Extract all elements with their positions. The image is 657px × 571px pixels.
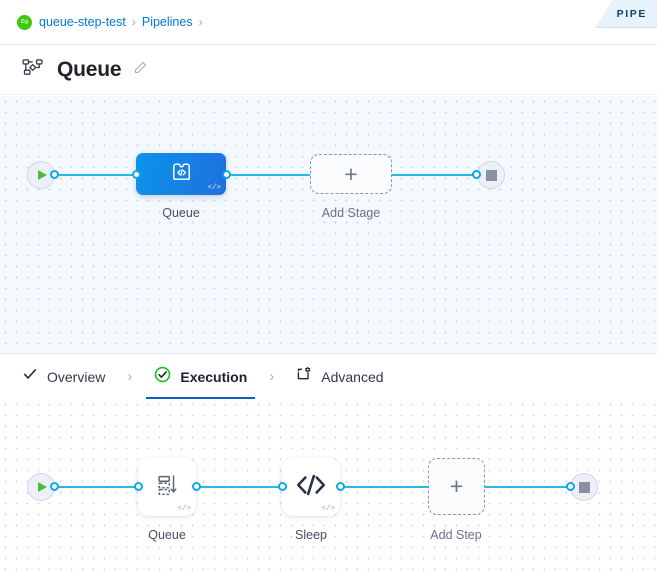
port-start-out[interactable] bbox=[50, 482, 59, 491]
breadcrumb-separator: › bbox=[198, 15, 203, 29]
breadcrumb-item-project[interactable]: queue-step-test bbox=[39, 15, 126, 29]
port-queue-in[interactable] bbox=[132, 170, 141, 179]
step-node-sleep[interactable]: </> bbox=[282, 458, 340, 516]
tab-overview[interactable]: Overview bbox=[22, 354, 105, 400]
port-end-in[interactable] bbox=[566, 482, 575, 491]
add-step-label: Add Step bbox=[430, 528, 482, 542]
port-start-out[interactable] bbox=[50, 170, 59, 179]
check-icon bbox=[22, 366, 38, 387]
add-stage-button[interactable]: + bbox=[310, 154, 392, 194]
stage-label-queue: Queue bbox=[162, 206, 200, 220]
step-label-queue: Queue bbox=[148, 528, 186, 542]
stop-square-icon bbox=[485, 169, 497, 181]
queue-stack-icon bbox=[153, 471, 181, 504]
port-queue-step-in[interactable] bbox=[134, 482, 143, 491]
check-circle-icon bbox=[154, 366, 171, 388]
port-sleep-in[interactable] bbox=[278, 482, 287, 491]
wire-addstep-to-end bbox=[484, 486, 574, 489]
pencil-edit-icon[interactable] bbox=[133, 60, 148, 80]
advanced-box-icon bbox=[296, 366, 312, 387]
wire-start-to-queue-step bbox=[53, 486, 141, 489]
end-node[interactable] bbox=[570, 473, 598, 501]
play-icon bbox=[38, 170, 47, 180]
code-stage-icon bbox=[168, 158, 195, 190]
wire-start-to-queue bbox=[53, 174, 145, 177]
execution-steps-canvas[interactable]: </> Queue </> Sleep + Add Step bbox=[0, 399, 657, 571]
tab-advanced-label: Advanced bbox=[321, 368, 384, 385]
chevron-right-icon: › bbox=[269, 368, 275, 385]
port-queue-step-out[interactable] bbox=[192, 482, 201, 491]
pipeline-hierarchy-icon bbox=[22, 58, 44, 81]
code-badge: </> bbox=[207, 184, 221, 192]
port-sleep-out[interactable] bbox=[336, 482, 345, 491]
breadcrumb-separator: › bbox=[131, 15, 136, 29]
step-label-sleep: Sleep bbox=[295, 528, 327, 542]
breadcrumb: queue-step-test › Pipelines › bbox=[0, 0, 657, 45]
plus-icon: + bbox=[449, 473, 464, 499]
tab-overview-label: Overview bbox=[47, 368, 106, 385]
port-end-in[interactable] bbox=[472, 170, 481, 179]
code-brackets-icon bbox=[294, 472, 328, 503]
wire-addstage-to-end bbox=[390, 174, 483, 177]
wire-queue-to-sleep bbox=[196, 486, 286, 489]
plus-icon: + bbox=[344, 160, 358, 187]
play-icon bbox=[38, 482, 47, 492]
stop-square-icon bbox=[578, 481, 590, 493]
stage-tabs: Overview › Execution › Advanced bbox=[0, 353, 657, 400]
stage-canvas[interactable]: </> Queue + Add Stage bbox=[0, 96, 657, 353]
wire-queue-to-addstage bbox=[218, 174, 313, 177]
pipeline-studio-tab-label: PIPE bbox=[616, 7, 647, 20]
step-node-queue[interactable]: </> bbox=[138, 458, 196, 516]
chevron-right-icon: › bbox=[127, 368, 133, 385]
tab-execution-label: Execution bbox=[180, 368, 248, 385]
page-title: Queue bbox=[57, 57, 122, 81]
add-step-button[interactable]: + bbox=[428, 458, 485, 515]
page-header: Queue VISU bbox=[0, 45, 657, 127]
harness-project-icon bbox=[17, 14, 32, 30]
breadcrumb-item-pipelines[interactable]: Pipelines bbox=[141, 15, 193, 29]
stage-node-queue[interactable]: </> bbox=[136, 153, 226, 195]
wire-sleep-to-addstep bbox=[340, 486, 432, 489]
tab-execution[interactable]: Execution bbox=[146, 354, 256, 400]
code-badge: </> bbox=[321, 505, 335, 513]
end-node[interactable] bbox=[477, 161, 505, 189]
code-badge: </> bbox=[177, 505, 191, 513]
port-queue-out[interactable] bbox=[222, 170, 231, 179]
tab-advanced[interactable]: Advanced bbox=[296, 354, 384, 400]
add-stage-label: Add Stage bbox=[321, 206, 381, 220]
